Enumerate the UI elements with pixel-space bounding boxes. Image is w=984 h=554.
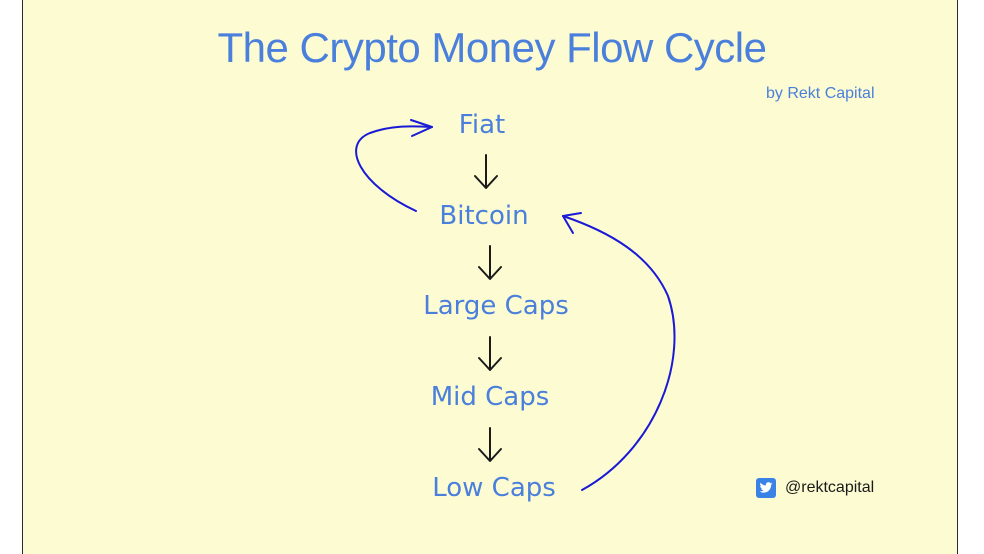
down-arrow-icon [478,245,502,280]
node-bitcoin: Bitcoin [439,201,529,231]
node-low-caps: Low Caps [432,473,556,503]
down-arrow-icon [474,154,498,189]
twitter-handle: @rektcapital [785,479,875,496]
diagram-title: The Crypto Money Flow Cycle [217,24,767,71]
twitter-icon [756,478,776,498]
down-arrow-icon [478,427,502,462]
node-mid-caps: Mid Caps [430,382,550,412]
node-fiat: Fiat [458,110,506,140]
down-arrow-icon [478,336,502,371]
social-handle: @rektcapital [756,478,874,498]
byline: by Rekt Capital [766,85,875,102]
node-large-caps: Large Caps [423,291,569,321]
